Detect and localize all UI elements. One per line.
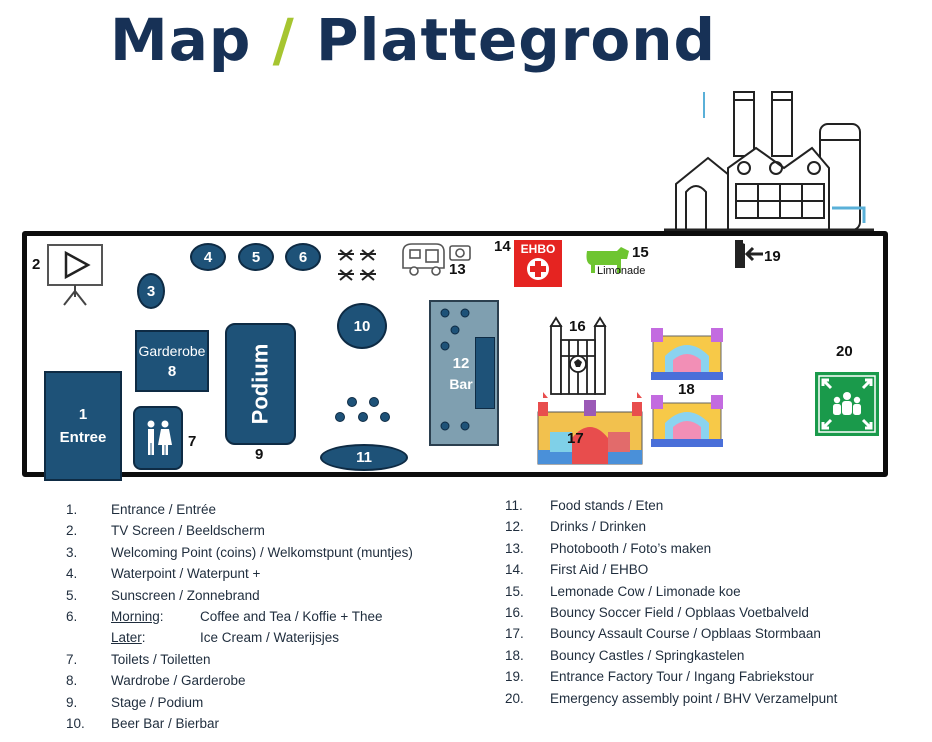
toilets-block xyxy=(133,406,183,470)
label-16: 16 xyxy=(569,318,586,335)
entree-number: 1 xyxy=(78,406,88,423)
label-9: 9 xyxy=(255,446,264,463)
legend-row-2: 2.TV Screen / Beeldscherm xyxy=(66,523,265,539)
cow-label: Limonade xyxy=(597,265,646,277)
legend-row-4: 4.Waterpoint / Waterpunt + xyxy=(66,566,261,582)
drinks-bar-block: 12 Bar xyxy=(429,300,499,446)
picnic-tables-icon xyxy=(338,249,376,281)
legend-row-17: 17.Bouncy Assault Course / Opblaas Storm… xyxy=(505,626,821,642)
legend-row-11: 11.Food stands / Eten xyxy=(505,498,664,513)
wardrobe-block: Garderobe 8 xyxy=(135,330,209,392)
legend-row-12: 12.Drinks / Drinken xyxy=(505,519,647,535)
legend-row-19: 19.Entrance Factory Tour / Ingang Fabrie… xyxy=(505,669,814,685)
water-point-4: 4 xyxy=(190,243,226,271)
legend-row-18: 18.Bouncy Castles / Springkastelen xyxy=(505,647,745,663)
exit-door-icon xyxy=(735,240,763,268)
label-20: 20 xyxy=(836,343,853,360)
bar-label: Bar xyxy=(449,375,473,392)
label-13: 13 xyxy=(449,261,466,278)
legend-right: 11.Food stands / Eten 12.Drinks / Drinke… xyxy=(505,495,915,709)
legend-row-13: 13.Photobooth / Foto’s maken xyxy=(505,540,712,556)
tv-screen-icon xyxy=(47,244,103,306)
title-slash: / xyxy=(272,6,295,74)
bouncy-assault-course-icon xyxy=(537,392,643,465)
legend-row-6-later: Later:Ice Cream / Waterijsjes xyxy=(111,630,340,646)
legend-row-16: 16.Bouncy Soccer Field / Opblaas Voetbal… xyxy=(505,604,809,620)
label-2: 2 xyxy=(32,256,41,273)
cow-icon xyxy=(586,247,629,273)
page-title: Map / Plattegrond xyxy=(110,6,716,74)
first-aid-sign: EHBO xyxy=(514,240,562,287)
legend-row-7: 7.Toilets / Toiletten xyxy=(66,651,211,667)
garderobe-label: Garderobe xyxy=(138,342,206,359)
legend-row-14: 14.First Aid / EHBO xyxy=(505,562,649,578)
legend-left: 1.Entrance / Entrée 2.TV Screen / Beelds… xyxy=(66,499,486,734)
factory-icon xyxy=(664,91,874,232)
podium-label: Podium xyxy=(247,343,273,425)
legend-row-3: 3.Welcoming Point (coins) / Welkomstpunt… xyxy=(66,544,413,560)
label-19: 19 xyxy=(764,248,781,265)
legend-row-10: 10.Beer Bar / Bierbar xyxy=(66,715,220,731)
bar-counter xyxy=(475,337,495,409)
water-point-5: 5 xyxy=(238,243,274,271)
tables-dots-icon xyxy=(335,397,390,422)
welcome-point: 3 xyxy=(137,273,165,309)
bar-number: 12 xyxy=(452,354,470,372)
legend-row-20: 20.Emergency assembly point / BHV Verzam… xyxy=(505,690,838,706)
toilet-people-icon xyxy=(147,420,172,455)
label-14: 14 xyxy=(494,238,511,255)
stage-block: Podium xyxy=(225,323,296,445)
first-aid-cross-icon xyxy=(527,258,549,280)
food-stands: 11 xyxy=(320,444,408,471)
legend-row-8: 8.Wardrobe / Garderobe xyxy=(66,673,246,689)
garderobe-number: 8 xyxy=(167,362,177,380)
label-18: 18 xyxy=(678,381,695,398)
bar-stools-icon xyxy=(440,308,470,431)
assembly-point-icon xyxy=(815,372,879,436)
photobooth-icon xyxy=(402,243,471,276)
entrance-block: 1 Entree xyxy=(44,371,122,481)
legend-row-1: 1.Entrance / Entrée xyxy=(66,502,217,517)
legend-row-9: 9.Stage / Podium xyxy=(66,694,204,710)
bouncy-castle-top-icon xyxy=(651,328,723,380)
title-map: Map xyxy=(110,6,252,74)
label-7: 7 xyxy=(188,433,197,450)
legend-row-5: 5.Sunscreen / Zonnebrand xyxy=(66,587,260,603)
bouncy-castle-bottom-icon xyxy=(651,395,723,447)
entree-label: Entree xyxy=(59,429,107,446)
label-15: 15 xyxy=(632,244,649,261)
title-plattegrond: Plattegrond xyxy=(315,6,717,74)
legend-row-6: 6.Morning:Coffee and Tea / Koffie + Thee xyxy=(66,608,383,624)
beer-bar: 10 xyxy=(337,303,387,349)
legend-row-15: 15.Lemonade Cow / Limonade koe xyxy=(505,583,741,599)
bouncy-soccer-icon xyxy=(549,316,607,395)
water-point-6: 6 xyxy=(285,243,321,271)
ehbo-label: EHBO xyxy=(520,242,556,256)
label-17: 17 xyxy=(567,430,584,447)
